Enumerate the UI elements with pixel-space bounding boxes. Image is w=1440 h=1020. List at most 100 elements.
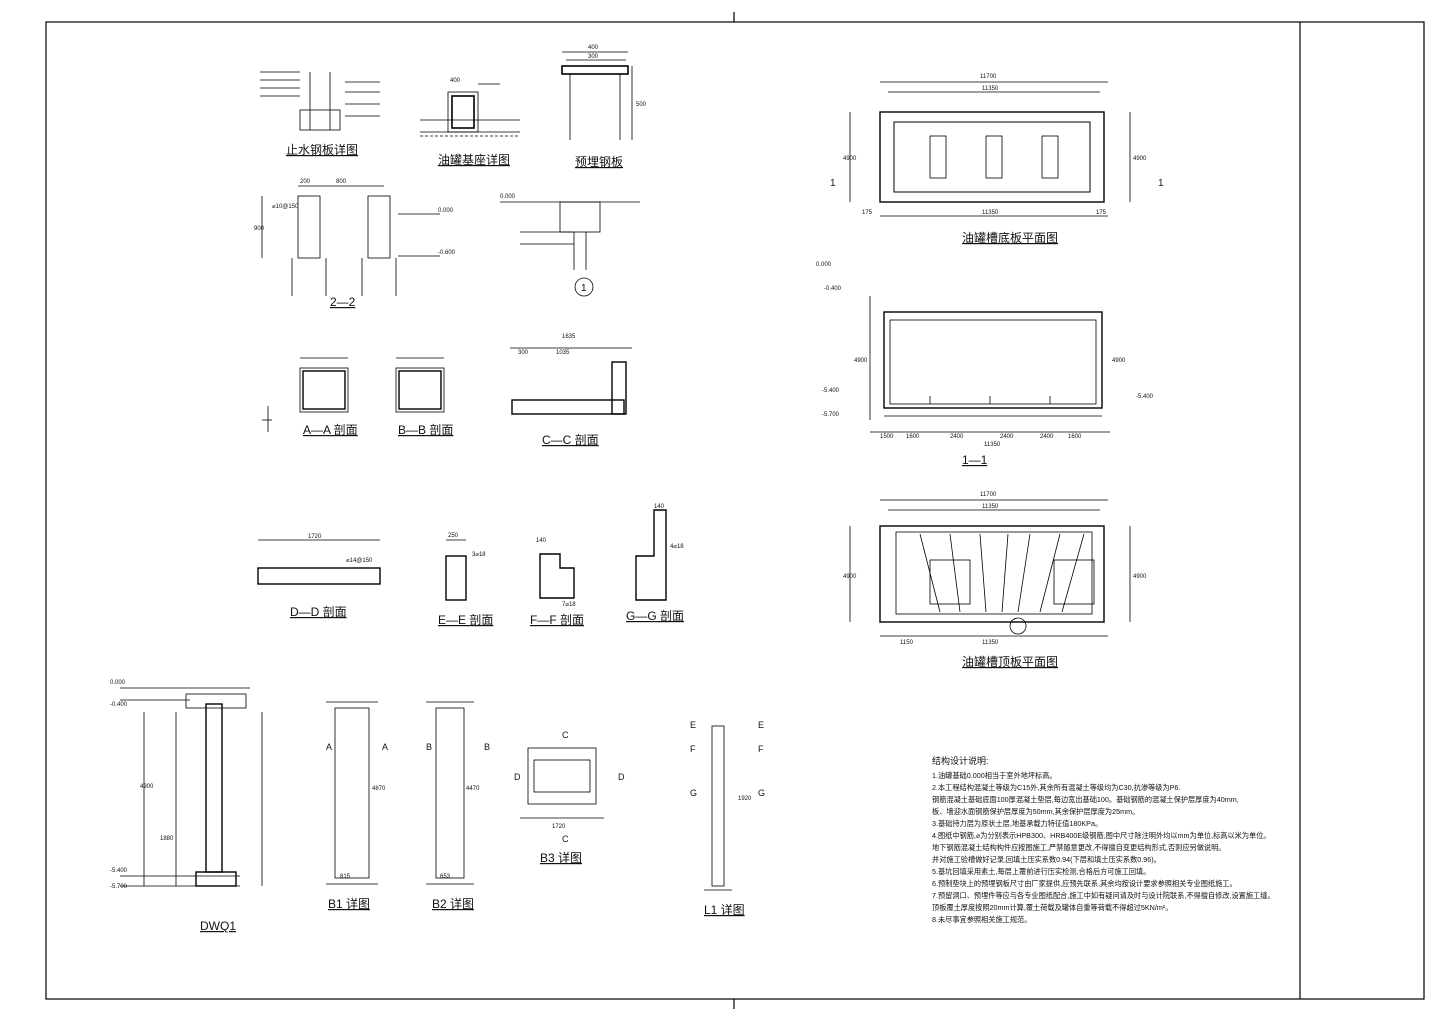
svg-text:4470: 4470 <box>466 786 480 792</box>
svg-text:4900: 4900 <box>843 574 857 580</box>
detail-b1: A A 4870 815 B1 详图 <box>326 701 388 911</box>
roof-slab-plan: 11700 11350 4900 4900 11350 1150 油罐槽顶板平面… <box>843 492 1147 669</box>
notes-line: 3.基础持力层为原状土层,地基承载力特征值180KPa。 <box>932 819 1102 828</box>
svg-text:F: F <box>690 744 696 754</box>
svg-text:F: F <box>758 744 764 754</box>
title-roof-plan: 油罐槽顶板平面图 <box>962 655 1058 669</box>
svg-text:300: 300 <box>518 350 529 356</box>
svg-text:400: 400 <box>450 78 461 84</box>
svg-text:175: 175 <box>1096 210 1107 216</box>
notes-line: 并对施工验槽做好记录,回填土压实系数0.94(下层和填土压实系数0.96)。 <box>932 855 1161 864</box>
notes-line: 2.本工程结构混凝土等级为C15外,其余所有混凝土等级均为C30,抗渗等级为P6… <box>932 783 1180 792</box>
svg-text:4900: 4900 <box>140 784 154 790</box>
svg-text:4870: 4870 <box>372 786 386 792</box>
title-b1: B1 详图 <box>328 896 370 911</box>
svg-text:4900: 4900 <box>843 156 857 162</box>
svg-text:G: G <box>758 788 765 798</box>
title-tank-base: 油罐基座详图 <box>438 152 510 167</box>
detail-marker-1 <box>574 277 594 297</box>
detail-embedded-plate: 400 300 500 预埋钢板 <box>561 45 647 169</box>
svg-text:7⌀18: 7⌀18 <box>562 602 576 608</box>
detail-1: 1 0.000 <box>500 194 640 297</box>
svg-text:⌀14@150: ⌀14@150 <box>346 558 373 564</box>
svg-text:B: B <box>426 742 432 752</box>
svg-text:2400: 2400 <box>1040 434 1054 440</box>
svg-text:140: 140 <box>536 538 547 544</box>
detail-b3: 1720 C C D D B3 详图 <box>514 730 625 865</box>
svg-text:2400: 2400 <box>950 434 964 440</box>
title-2-2: 2—2 <box>330 295 356 309</box>
svg-text:-5.400: -5.400 <box>822 388 840 394</box>
title-b3: B3 详图 <box>540 850 582 865</box>
svg-text:175: 175 <box>862 210 873 216</box>
svg-text:-5.700: -5.700 <box>110 884 128 890</box>
section-c-c: 1635 1035 300 C—C 剖面 <box>510 334 632 447</box>
notes-title: 结构设计说明: <box>932 755 989 766</box>
svg-text:1: 1 <box>830 178 836 189</box>
svg-text:0.000: 0.000 <box>438 208 454 214</box>
svg-text:815: 815 <box>340 874 351 880</box>
title-bottom-plan: 油罐槽底板平面图 <box>962 230 1058 245</box>
notes-line: 地下钢筋混凝土结构构件应按图施工,严禁随意更改,不得擅自变更结构形式,否则应另做… <box>932 843 1226 852</box>
design-notes: 结构设计说明: 1.油罐基础0.000相当于室外地坪标高。 2.本工程结构混凝土… <box>932 755 1275 924</box>
svg-text:A: A <box>382 742 388 752</box>
section-g-g: 140 4⌀18 G—G 剖面 <box>626 504 684 623</box>
title-b-b: B—B 剖面 <box>398 423 453 437</box>
svg-text:-5.700: -5.700 <box>822 412 840 418</box>
svg-text:11700: 11700 <box>980 74 997 80</box>
svg-text:A: A <box>326 742 332 752</box>
notes-line: 钢筋混凝土基础底面100厚混凝土垫层,每边宽出基础100。基础钢筋的混凝土保护层… <box>932 795 1239 804</box>
title-e-e: E—E 剖面 <box>438 613 493 627</box>
section-f-f: 140 7⌀18 F—F 剖面 <box>530 538 584 627</box>
svg-text:4⌀18: 4⌀18 <box>670 544 684 550</box>
svg-text:1920: 1920 <box>738 796 752 802</box>
section-a-a: A—A 剖面 <box>262 357 358 437</box>
svg-text:3⌀18: 3⌀18 <box>472 552 486 558</box>
section-e-e: 250 3⌀18 E—E 剖面 <box>438 533 493 627</box>
svg-text:1720: 1720 <box>552 824 566 830</box>
svg-text:⌀10@150: ⌀10@150 <box>272 204 299 210</box>
svg-text:1035: 1035 <box>556 350 570 356</box>
title-l1: L1 详图 <box>704 902 745 917</box>
svg-text:E: E <box>758 720 764 730</box>
svg-text:-0.400: -0.400 <box>824 286 842 292</box>
svg-text:C: C <box>562 834 569 844</box>
svg-text:1500: 1500 <box>880 434 894 440</box>
svg-text:1880: 1880 <box>160 836 174 842</box>
svg-text:4900: 4900 <box>1133 156 1147 162</box>
title-1-1: 1—1 <box>962 453 988 467</box>
svg-text:1: 1 <box>1158 178 1164 189</box>
title-water-stop: 止水钢板详图 <box>286 142 358 157</box>
svg-text:2400: 2400 <box>1000 434 1014 440</box>
svg-text:4900: 4900 <box>1112 358 1126 364</box>
detail-water-stop-plate: 止水钢板详图 <box>260 71 380 157</box>
svg-text:-0.600: -0.600 <box>438 250 456 256</box>
section-d-d: 1720 ⌀14@150 D—D 剖面 <box>257 534 381 619</box>
svg-text:500: 500 <box>636 102 647 108</box>
svg-text:11350: 11350 <box>982 86 999 92</box>
svg-text:1720: 1720 <box>308 534 322 540</box>
svg-text:0.000: 0.000 <box>816 262 832 268</box>
title-embed-plate: 预埋钢板 <box>575 155 623 169</box>
wall-detail-dwq1: 0.000 -0.400 -5.400 -5.700 4900 1880 DWQ… <box>110 680 263 933</box>
svg-text:11700: 11700 <box>980 492 997 498</box>
svg-text:140: 140 <box>654 504 665 510</box>
title-dwq1: DWQ1 <box>200 919 236 933</box>
svg-text:0.000: 0.000 <box>500 194 516 200</box>
svg-text:-0.400: -0.400 <box>110 702 128 708</box>
section-2-2: 800 200 900 0.000 -0.600 ⌀10@150 2—2 <box>254 179 456 309</box>
title-f-f: F—F 剖面 <box>530 613 584 627</box>
notes-line: 5.基坑回填采用素土,每层上覆前进行压实检测,合格后方可施工回填。 <box>932 867 1150 876</box>
svg-text:11350: 11350 <box>982 504 999 510</box>
section-b-b: B—B 剖面 <box>395 357 453 437</box>
svg-text:11350: 11350 <box>982 210 999 216</box>
notes-line: 6.预制垫块上的预埋钢板尺寸由厂家提供,应预先联系,其余均按设计要求参照相关专业… <box>932 879 1237 888</box>
svg-text:1600: 1600 <box>906 434 920 440</box>
svg-text:4900: 4900 <box>1133 574 1147 580</box>
svg-text:11350: 11350 <box>982 640 999 646</box>
notes-line: 顶板覆土厚度按照20mm计算,覆土荷载及罐体自重等荷载不得超过5KN/m²。 <box>932 903 1172 912</box>
title-c-c: C—C 剖面 <box>542 433 599 447</box>
svg-text:800: 800 <box>336 179 347 185</box>
title-d-d: D—D 剖面 <box>290 605 347 619</box>
